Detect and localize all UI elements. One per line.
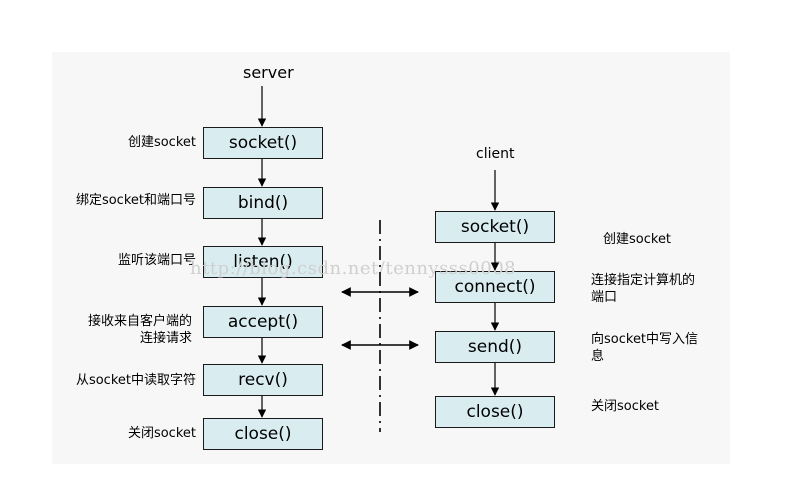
server-close-box: close() bbox=[203, 418, 323, 450]
client-send-box: send() bbox=[435, 331, 555, 363]
server-title: server bbox=[243, 63, 294, 82]
server-note-listen: 监听该端口号 bbox=[117, 253, 196, 268]
diagram-panel bbox=[52, 52, 730, 464]
server-note-close: 关闭socket bbox=[127, 426, 196, 441]
server-recv-box: recv() bbox=[203, 364, 323, 396]
server-accept-box: accept() bbox=[203, 306, 323, 338]
server-note-socket: 创建socket bbox=[127, 135, 196, 150]
client-socket-box: socket() bbox=[435, 211, 555, 243]
client-note-send: 向socket中写入信息 bbox=[591, 332, 699, 364]
server-note-accept: 接收来自客户端的连接请求 bbox=[87, 314, 192, 346]
client-close-box: close() bbox=[435, 396, 555, 428]
client-note-close: 关闭socket bbox=[591, 399, 660, 414]
server-bind-box: bind() bbox=[203, 187, 323, 219]
server-listen-box: listen() bbox=[203, 246, 323, 278]
server-socket-box: socket() bbox=[203, 127, 323, 159]
server-note-bind: 绑定socket和端口号 bbox=[75, 193, 196, 208]
server-note-recv: 从socket中读取字符 bbox=[75, 373, 196, 388]
client-title: client bbox=[476, 146, 515, 162]
client-note-connect: 连接指定计算机的端口 bbox=[591, 273, 696, 305]
client-note-socket: 创建socket bbox=[603, 232, 672, 247]
watermark-text: http://blog.csdn.net/tennysss0008 bbox=[190, 258, 517, 279]
client-connect-box: connect() bbox=[435, 271, 555, 303]
